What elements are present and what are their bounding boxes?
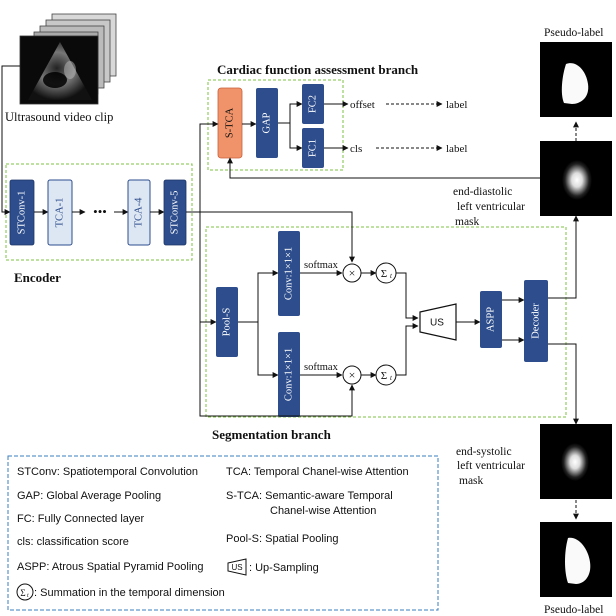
stconv5-label: STConv-5 <box>169 191 180 235</box>
conv-top-block: Conv:1×1×1 <box>278 231 300 316</box>
encoder-ellipsis: ••• <box>93 204 107 219</box>
gap-label: GAP <box>261 112 272 133</box>
conv-bottom-label: Conv:1×1×1 <box>283 348 294 401</box>
pseudo-label-bottom-image <box>540 522 612 597</box>
svg-text:Σ: Σ <box>381 370 387 382</box>
gap-block: GAP <box>256 88 278 158</box>
cls-text: cls <box>350 143 362 155</box>
legend-aspp: ASPP: Atrous Spatial Pyramid Pooling <box>17 561 204 573</box>
legend-fc: FC: Fully Connected layer <box>17 513 145 525</box>
softmax-bottom-text: softmax <box>304 362 339 373</box>
es-mask-label-3: mask <box>459 475 484 487</box>
multiply-top: × <box>342 263 362 283</box>
conv-top-label: Conv:1×1×1 <box>283 247 294 300</box>
legend-stca-continued: Chanel-wise Attention <box>270 505 376 517</box>
decoder-label: Decoder <box>530 303 541 339</box>
stconv1-label: STConv-1 <box>16 191 27 235</box>
aspp-label: ASPP <box>485 307 496 332</box>
legend-sum-icon: Σ t <box>16 583 34 601</box>
es-mask-image <box>540 424 612 499</box>
pools-label: Pool-S <box>221 308 232 337</box>
offset-text: offset <box>350 99 375 111</box>
aspp-block: ASPP <box>480 291 502 348</box>
legend-tca: TCA: Temporal Chanel-wise Attention <box>226 466 409 478</box>
conv-bottom-block: Conv:1×1×1 <box>278 332 300 417</box>
svg-text:t: t <box>390 272 393 280</box>
svg-text:Σ: Σ <box>20 588 25 598</box>
legend-box <box>7 455 439 611</box>
fc2-label: FC2 <box>307 95 318 113</box>
legend-sum: : Summation in the temporal dimension <box>34 587 225 599</box>
tca4-label: TCA-4 <box>133 197 144 227</box>
video-clip-label: Ultrasound video clip <box>5 110 113 124</box>
legend-pools: Pool-S: Spatial Pooling <box>226 533 339 545</box>
stconv1-block: STConv-1 <box>9 179 35 246</box>
svg-text:t: t <box>27 593 29 599</box>
es-mask-label-1: end-systolic <box>456 446 512 458</box>
label-bottom-text: label <box>446 143 467 155</box>
segmentation-branch-title: Segmentation branch <box>212 427 332 442</box>
fc1-block: FC1 <box>302 128 324 168</box>
svg-text:US: US <box>231 563 242 572</box>
ed-mask-label-2: left ventricular <box>457 201 525 213</box>
sum-bottom: Σ t <box>375 364 397 386</box>
sum-top: Σ t <box>375 262 397 284</box>
pseudo-label-top-image <box>540 42 612 117</box>
svg-text:t: t <box>390 374 393 382</box>
ultrasound-sector <box>28 42 92 100</box>
stconv5-block: STConv-5 <box>163 179 187 246</box>
cardiac-branch-title: Cardiac function assessment branch <box>217 62 419 77</box>
legend-gap: GAP: Global Average Pooling <box>17 490 161 502</box>
ed-mask-label-3: mask <box>455 216 480 228</box>
fc2-block: FC2 <box>302 84 324 124</box>
softmax-top-text: softmax <box>304 260 339 271</box>
legend-us: : Up-Sampling <box>249 562 319 574</box>
stca-block: S-TCA <box>217 87 243 159</box>
upsampling-block: US <box>419 303 457 341</box>
pseudo-label-bottom-text: Pseudo-label <box>544 604 603 616</box>
ultrasound-video-stack <box>19 13 117 105</box>
tca1-label: TCA-1 <box>54 198 65 228</box>
multiply-bottom: × <box>342 365 362 385</box>
svg-text:×: × <box>349 266 356 280</box>
svg-text:×: × <box>349 368 356 382</box>
legend-stca: S-TCA: Semantic-aware Temporal <box>226 490 393 502</box>
es-mask-label-2: left ventricular <box>457 460 525 472</box>
legend-cls: cls: classification score <box>17 536 129 548</box>
ed-mask-image <box>540 141 612 216</box>
pseudo-label-top-text: Pseudo-label <box>544 27 603 39</box>
cardiac-branch-container <box>207 79 344 171</box>
segmentation-branch-container <box>205 226 567 418</box>
svg-text:Σ: Σ <box>381 268 387 280</box>
ed-mask-label-1: end-diastolic <box>453 186 512 198</box>
decoder-block: Decoder <box>524 280 548 362</box>
encoder-title: Encoder <box>14 270 61 285</box>
tca1-block: TCA-1 <box>47 179 73 246</box>
us-label: US <box>430 318 444 329</box>
legend-us-icon: US <box>227 558 247 576</box>
pools-block: Pool-S <box>216 287 238 357</box>
fc1-label: FC1 <box>307 139 318 157</box>
stca-label: S-TCA <box>224 107 235 138</box>
label-top-text: label <box>446 99 467 111</box>
legend-stconv: STConv: Spatiotemporal Convolution <box>17 466 198 478</box>
tca4-block: TCA-4 <box>127 179 151 246</box>
